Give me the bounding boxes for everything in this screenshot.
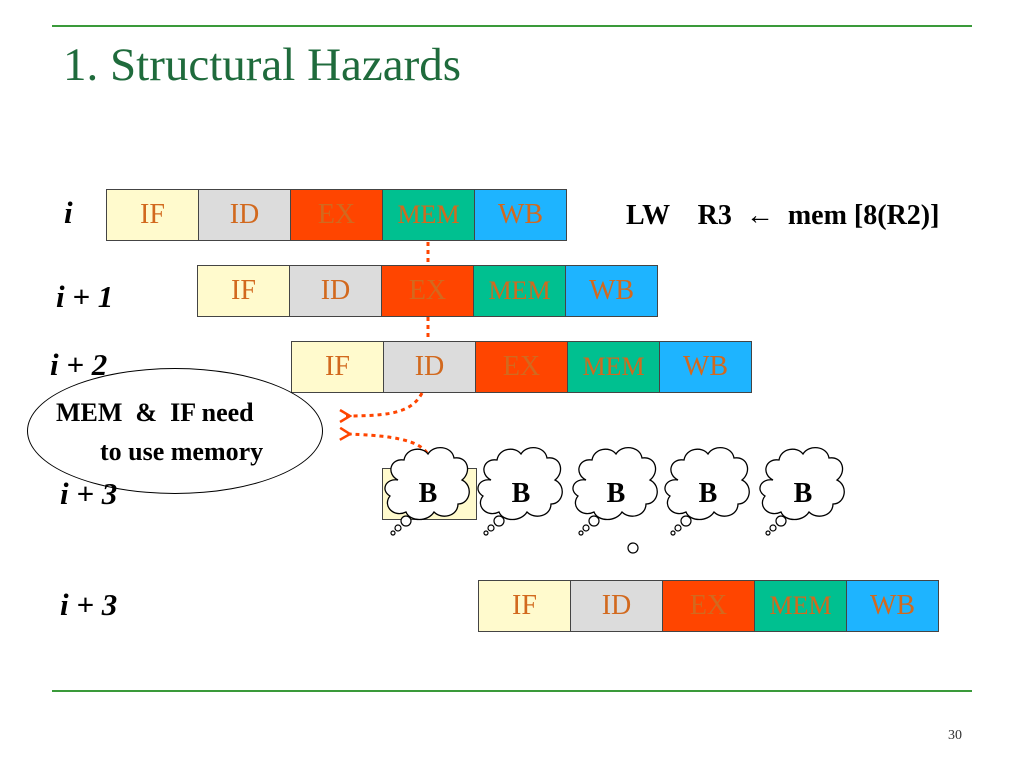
bubble-4: B [664, 446, 750, 536]
stage-ex: EX [290, 189, 383, 241]
note-line-2: to use memory [100, 437, 264, 466]
bubble-5: B [759, 446, 845, 536]
stage-id: ID [198, 189, 291, 241]
bubble-1-label: B [419, 478, 438, 509]
pipeline-row-i-plus-2: IF ID EX MEM WB [291, 341, 752, 393]
instr-dest: R3 [697, 200, 732, 231]
instr-arrow: ← [745, 200, 774, 231]
instr-opcode: LW [626, 200, 670, 231]
mem-arrow [346, 392, 424, 416]
stage-wb: WB [659, 341, 752, 393]
stage-wb: WB [565, 265, 658, 317]
pipeline-row-i-plus-3: IF ID EX MEM WB [478, 580, 939, 632]
stage-mem: MEM [754, 580, 847, 632]
bottom-rule [52, 690, 972, 692]
stage-wb: WB [846, 580, 939, 632]
row-label-i-plus-2: i + 2 [50, 347, 108, 382]
stage-if: IF [106, 189, 199, 241]
bubble-3: B [572, 446, 658, 536]
row-label-i-plus-3: i + 3 [60, 587, 118, 622]
bubble-5-label: B [794, 478, 813, 509]
if-arrow [346, 434, 434, 469]
note-line-1: MEM & IF need [56, 398, 254, 427]
stage-wb: WB [474, 189, 567, 241]
row-label-i-plus-1: i + 1 [56, 279, 114, 314]
stage-if: IF [291, 341, 384, 393]
top-rule [52, 25, 972, 27]
note-ellipse [27, 368, 323, 494]
slide-title: 1. Structural Hazards [63, 39, 462, 91]
stage-id: ID [289, 265, 382, 317]
bubble-3-label: B [607, 478, 626, 509]
stage-if: IF [197, 265, 290, 317]
bubble-2: B [477, 446, 563, 536]
stage-mem: MEM [567, 341, 660, 393]
stage-id: ID [383, 341, 476, 393]
bubble-2-label: B [512, 478, 531, 509]
bubble-4-label: B [699, 478, 718, 509]
stage-ex: EX [381, 265, 474, 317]
pipeline-row-i-plus-1: IF ID EX MEM WB [197, 265, 658, 317]
page-number: 30 [948, 728, 962, 743]
stage-mem: MEM [382, 189, 475, 241]
stray-circle [627, 542, 639, 554]
row-label-i: i [64, 195, 73, 230]
instr-source: mem [8(R2)] [787, 200, 940, 231]
bubble-1: B [384, 446, 470, 536]
stage-ex: EX [662, 580, 755, 632]
instruction-text: LW R3 ← mem [8(R2)] [626, 200, 939, 232]
stage-mem: MEM [473, 265, 566, 317]
pipeline-row-i: IF ID EX MEM WB [106, 189, 567, 241]
stage-ex: EX [475, 341, 568, 393]
stage-if: IF [478, 580, 571, 632]
